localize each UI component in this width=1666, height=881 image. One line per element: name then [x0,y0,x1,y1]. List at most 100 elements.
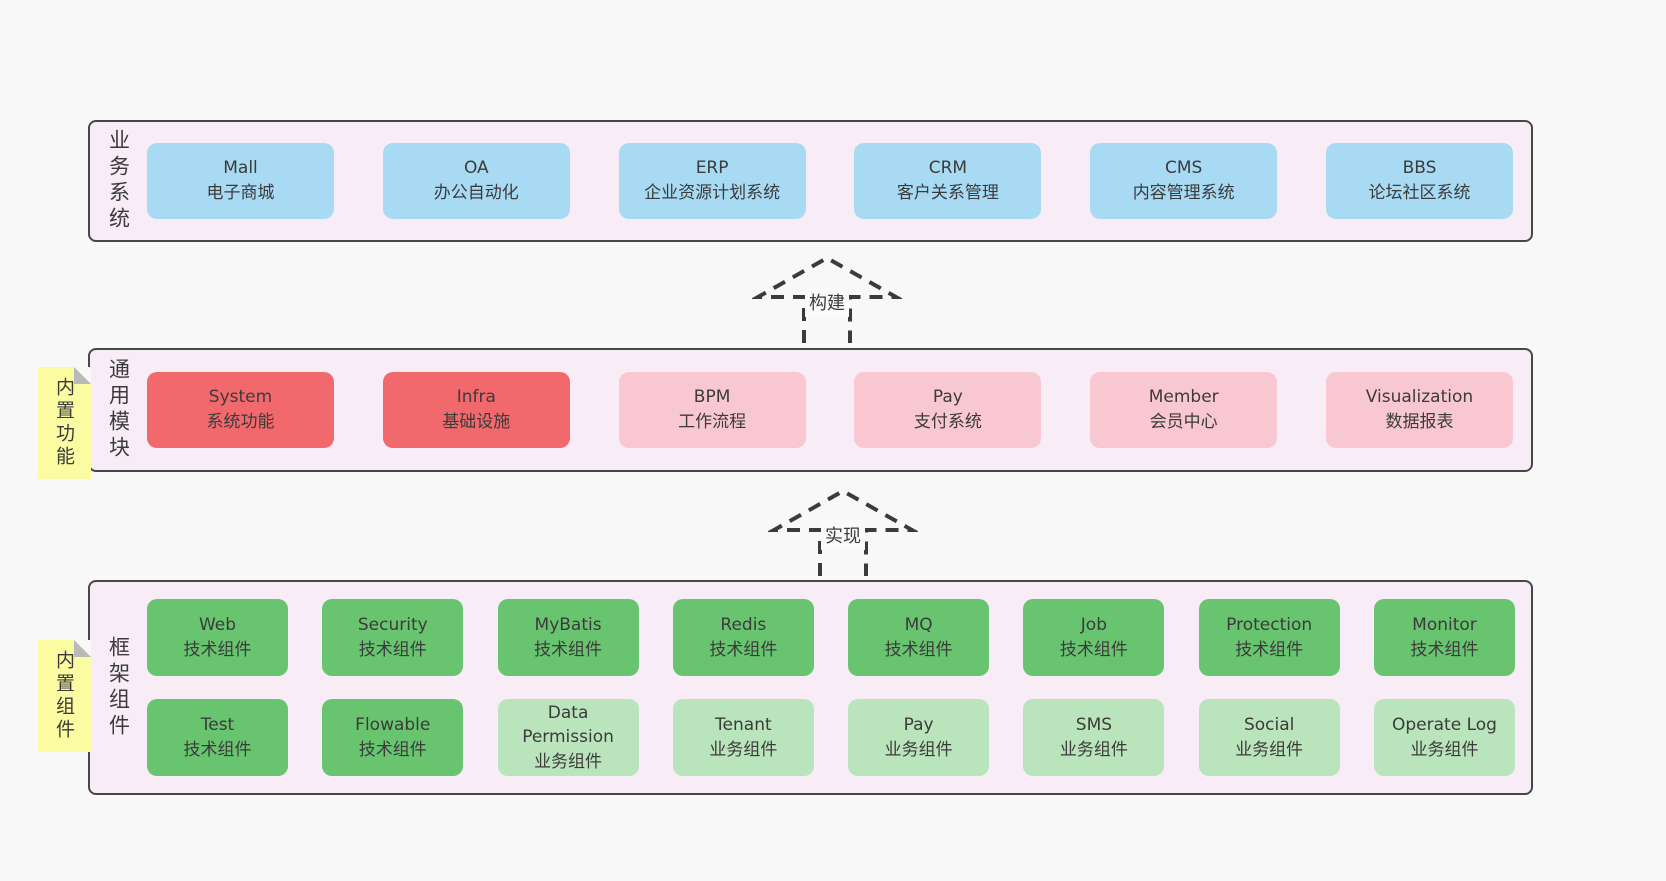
box-name: Infra [456,387,496,408]
box-web: Web 技术组件 [147,599,288,676]
box-job: Job 技术组件 [1023,599,1165,676]
box-cms: CMS 内容管理系统 [1090,143,1278,219]
box-name: BPM [693,387,731,408]
box-desc: 办公自动化 [433,183,519,203]
box-name: MQ [904,614,933,635]
box-name: System [208,387,273,408]
box-desc: 业务组件 [1410,739,1479,760]
box-name: Job [1080,614,1108,635]
box-desc: 支付系统 [913,412,982,432]
fold-corner-icon [74,367,91,384]
box-name: Mall [223,158,258,179]
box-name: Protection [1226,614,1313,635]
box-desc: 技术组件 [1235,639,1304,660]
box-name: ERP [695,158,729,179]
sticky-note-text: 内置组件 [53,650,75,742]
box-name: Monitor [1412,614,1477,635]
box-name: Member [1148,387,1219,408]
box-desc: 技术组件 [709,639,778,660]
box-mall: Mall 电子商城 [147,143,334,219]
box-bbs: BBS 论坛社区系统 [1325,143,1513,219]
box-system: System 系统功能 [147,372,334,448]
box-desc: 业务组件 [1059,739,1128,760]
box-name: Tenant [715,714,772,735]
box-name: Test [200,714,235,735]
band-framework-components-label: 框架组件 [106,635,131,740]
box-flowable: Flowable 技术组件 [322,699,464,776]
box-name: Visualization [1365,387,1474,408]
box-monitor: Monitor 技术组件 [1373,599,1515,676]
box-name: Security [357,614,428,635]
box-desc: 电子商城 [206,183,275,203]
box-pay-module: Pay 支付系统 [854,372,1042,448]
box-name: CMS [1165,158,1203,179]
box-name: Pay [932,387,963,408]
box-desc: 工作流程 [678,412,747,432]
arrow-build-label: 构建 [805,287,849,317]
band-business-systems-label: 业务系统 [106,129,131,233]
box-erp: ERP 企业资源计划系统 [618,143,806,219]
up-arrow-icon [768,488,918,576]
box-name: Operate Log [1392,714,1497,735]
band-common-modules-label: 通用模块 [106,358,131,462]
box-crm: CRM 客户关系管理 [854,143,1042,219]
box-name: MyBatis [534,614,602,635]
box-desc: 业务组件 [1235,739,1304,760]
box-desc: 技术组件 [1059,639,1128,660]
box-operate-log: Operate Log 业务组件 [1373,699,1515,776]
box-sms: SMS 业务组件 [1023,699,1165,776]
arrow-implement-label: 实现 [821,520,865,550]
up-arrow-icon [752,255,902,343]
box-security: Security 技术组件 [322,599,464,676]
box-desc: 业务组件 [884,739,953,760]
box-name: BBS [1402,158,1437,179]
box-desc: 客户关系管理 [896,183,999,203]
box-protection: Protection 技术组件 [1198,599,1340,676]
box-desc: 基础设施 [442,412,511,432]
box-desc: 数据报表 [1385,412,1454,432]
box-desc: 系统功能 [206,412,275,432]
arrow-build: 构建 [752,253,902,343]
framework-components-boxes: Web 技术组件 Security 技术组件 MyBatis 技术组件 Redi… [147,582,1531,793]
box-name: CRM [928,158,968,179]
fold-corner-icon [74,640,91,657]
box-name: Data Permission [522,702,614,748]
band-common-modules: 内置功能 通用模块 System 系统功能 Infra 基础设施 BPM 工作流… [38,348,1533,479]
box-tenant: Tenant 业务组件 [672,699,814,776]
box-bpm: BPM 工作流程 [618,372,806,448]
common-modules-boxes: System 系统功能 Infra 基础设施 BPM 工作流程 Pay 支付系统… [147,350,1531,470]
sticky-note-built-in-features: 内置功能 [38,367,91,479]
box-oa: OA 办公自动化 [382,143,570,219]
box-desc: 业务组件 [709,739,778,760]
box-name: Flowable [355,714,431,735]
box-desc: 技术组件 [183,739,252,760]
box-desc: 论坛社区系统 [1368,183,1471,203]
box-name: OA [463,158,489,179]
sticky-note-text: 内置功能 [53,377,75,469]
band-framework-components: 内置组件 框架组件 Web 技术组件 Security 技术组件 MyBatis… [38,580,1533,795]
business-systems-boxes: Mall 电子商城 OA 办公自动化 ERP 企业资源计划系统 CRM 客户关系… [147,122,1531,240]
box-pay-component: Pay 业务组件 [848,699,990,776]
box-name: Web [198,614,237,635]
sticky-note-built-in-components: 内置组件 [38,640,91,752]
box-desc: 技术组件 [1410,639,1479,660]
box-mq: MQ 技术组件 [848,599,990,676]
box-name: Social [1243,714,1295,735]
box-desc: 内容管理系统 [1132,183,1235,203]
band-business-systems: 业务系统 Mall 电子商城 OA 办公自动化 ERP 企业资源计划系统 CRM… [88,120,1533,242]
box-desc: 业务组件 [534,751,603,772]
box-test: Test 技术组件 [147,699,288,776]
box-desc: 技术组件 [884,639,953,660]
box-social: Social 业务组件 [1198,699,1340,776]
box-member: Member 会员中心 [1090,372,1278,448]
arrow-implement: 实现 [768,486,918,576]
box-desc: 会员中心 [1149,412,1218,432]
box-desc: 企业资源计划系统 [644,183,781,203]
box-infra: Infra 基础设施 [382,372,570,448]
box-data-permission: Data Permission 业务组件 [497,699,639,776]
box-name: Redis [720,614,767,635]
box-mybatis: MyBatis 技术组件 [497,599,639,676]
box-desc: 技术组件 [183,639,252,660]
box-desc: 技术组件 [358,739,427,760]
